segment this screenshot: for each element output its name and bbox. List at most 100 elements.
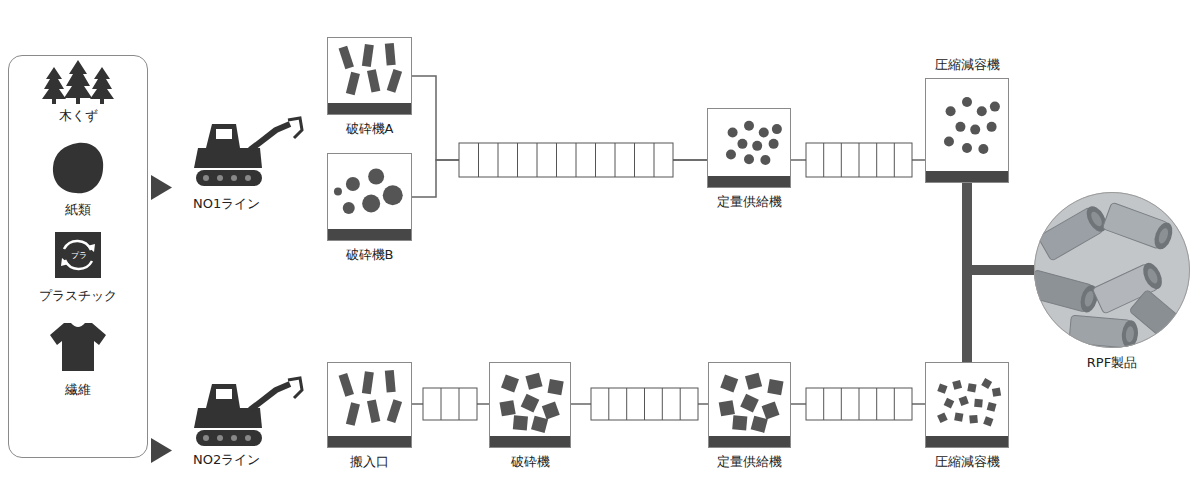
excavator-icon (206, 384, 240, 408)
material-pieces (974, 399, 983, 408)
machine-figure (328, 363, 411, 447)
material-pieces (767, 379, 783, 395)
product-photo (1176, 330, 1192, 347)
material-pieces (334, 188, 342, 196)
material-pieces (499, 373, 563, 433)
material-pieces (937, 412, 948, 423)
product-photo (1129, 289, 1196, 354)
machine-box: 破砕機 (489, 362, 571, 448)
material-pieces (720, 374, 738, 392)
machine-box: 定量供給機 (708, 362, 791, 448)
tree-icon (52, 99, 56, 104)
machine-box: 圧縮減容機 (925, 362, 1009, 448)
machine-box: 破砕機A (327, 37, 412, 115)
tree-icon (76, 98, 80, 104)
material-pieces (362, 44, 374, 67)
material-pieces (772, 124, 782, 134)
material-pieces (719, 373, 784, 433)
machine-box: 破砕機B (327, 153, 412, 241)
tree-icon (64, 60, 92, 98)
machine-label: 圧縮減容機 (935, 454, 1000, 470)
material-pieces (987, 122, 997, 132)
material-pieces (339, 373, 354, 397)
machine-base (708, 176, 790, 187)
material-pieces (525, 373, 542, 390)
excavator-icon (245, 175, 251, 181)
conveyor-belt (806, 388, 912, 420)
material-pieces (346, 177, 360, 191)
machine-figure (490, 363, 570, 447)
machine-figure (926, 79, 1008, 182)
machine-figure (926, 363, 1008, 447)
material-pieces (969, 415, 978, 424)
product-photo (1089, 210, 1104, 228)
product-photo (1129, 289, 1193, 349)
material-pieces (521, 394, 540, 413)
material-pieces (978, 144, 988, 154)
conveyor-belt (459, 143, 673, 177)
machine-label: 破砕機 (511, 454, 550, 470)
excavator-icon (203, 175, 251, 181)
machine-base (926, 436, 1008, 447)
material-pieces (737, 139, 747, 149)
material-pieces (385, 43, 396, 66)
product-photo (1151, 220, 1176, 252)
material-pieces (745, 373, 762, 390)
material-pieces (762, 401, 780, 419)
material-pieces (726, 150, 736, 160)
machine-base (328, 436, 411, 447)
material-pieces (752, 141, 762, 151)
machine-figure (709, 363, 790, 447)
excavator-icon (196, 170, 262, 186)
product-photo (1083, 290, 1095, 308)
machine-label: 定量供給機 (717, 194, 782, 210)
conveyor-belt (609, 388, 680, 420)
machine-figure (328, 154, 411, 240)
output-bar (967, 183, 1034, 270)
product-photo (1125, 326, 1134, 343)
excavator-icon (288, 378, 302, 398)
product-photo (1121, 320, 1139, 349)
tree-icon (42, 67, 66, 99)
material-pieces (959, 396, 969, 406)
machine-label: 搬入口 (350, 454, 389, 470)
excavator-icon (231, 175, 237, 181)
tree-icon (90, 67, 114, 99)
machine-base (490, 436, 570, 447)
icon-text: プラ (56, 250, 102, 262)
material-pieces (760, 155, 770, 165)
machine-base (709, 436, 790, 447)
fiber-icon (50, 323, 106, 371)
excavator-icon (231, 435, 237, 441)
material-pieces (944, 137, 954, 147)
material-label: プラスチック (9, 288, 147, 304)
machine-label: 圧縮減容機 (935, 57, 1000, 73)
material-label: 紙類 (9, 202, 147, 218)
excavator-icon (217, 435, 223, 441)
excavator-icon (250, 384, 290, 410)
material-pieces (367, 399, 380, 422)
material-pieces (967, 383, 976, 392)
machine-box: 搬入口 (327, 362, 412, 448)
material-pieces (343, 202, 355, 214)
material-label: 木くず (9, 108, 147, 124)
excavator-icon (203, 435, 251, 441)
product-photo (1139, 260, 1165, 292)
material-pieces (981, 378, 992, 389)
output-bar (967, 183, 1034, 270)
material-pieces (962, 97, 972, 107)
material-pieces (955, 122, 965, 132)
material-pieces (368, 169, 384, 185)
flow-triangle (151, 175, 172, 463)
material-pieces (385, 370, 396, 393)
conveyor-belt (806, 143, 912, 177)
paper-icon (53, 143, 103, 193)
material-pieces (362, 371, 374, 394)
material-pieces (501, 374, 519, 392)
plastic-icon (61, 258, 69, 266)
product-photo (1069, 315, 1139, 349)
machine-box: 圧縮減容機 (925, 78, 1009, 183)
material-pieces (531, 416, 548, 433)
